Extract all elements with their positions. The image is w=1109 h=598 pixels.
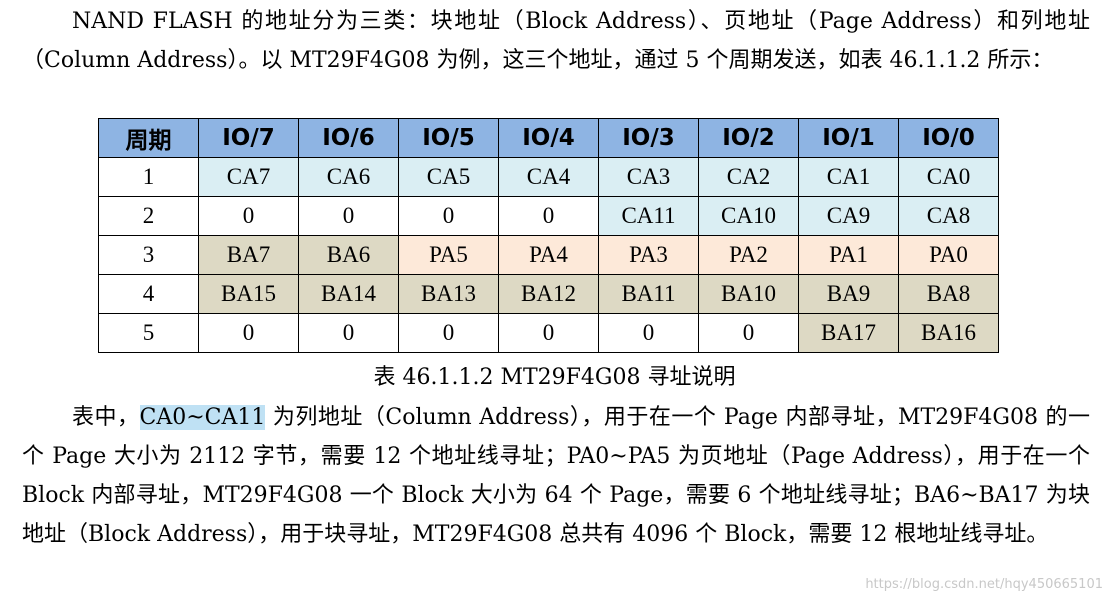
table-cell: BA7 (198, 235, 299, 275)
header-io2: IO/2 (698, 118, 799, 158)
table-cell: 0 (198, 196, 299, 236)
intro-paragraph: NAND FLASH 的地址分为三类：块地址（Block Address）、页地… (22, 9, 1090, 73)
table-cell: 0 (698, 313, 799, 353)
table-cell: PA4 (498, 235, 599, 275)
table-cell: BA9 (798, 274, 899, 314)
table-cell: BA10 (698, 274, 799, 314)
table-row: 4 BA15 BA14 BA13 BA12 BA11 BA10 BA9 BA8 (98, 274, 999, 314)
table-cell: CA5 (398, 157, 499, 197)
table-row: 1 CA7 CA6 CA5 CA4 CA3 CA2 CA1 CA0 (98, 157, 999, 197)
table-cell: CA8 (898, 196, 999, 236)
table-cell: 0 (498, 196, 599, 236)
table-cell: BA14 (298, 274, 399, 314)
cycle-number: 5 (98, 313, 199, 353)
header-io3: IO/3 (598, 118, 699, 158)
cycle-number: 1 (98, 157, 199, 197)
header-io5: IO/5 (398, 118, 499, 158)
highlighted-text[interactable]: CA0~CA11 (139, 405, 266, 430)
table-row: 5 0 0 0 0 0 0 BA17 BA16 (98, 313, 999, 353)
table-cell: BA11 (598, 274, 699, 314)
table-row: 3 BA7 BA6 PA5 PA4 PA3 PA2 PA1 PA0 (98, 235, 999, 275)
table-cell: PA3 (598, 235, 699, 275)
table-cell: BA13 (398, 274, 499, 314)
cycle-number: 4 (98, 274, 199, 314)
table-cell: PA5 (398, 235, 499, 275)
address-cycle-table: 周期 IO/7 IO/6 IO/5 IO/4 IO/3 IO/2 IO/1 IO… (98, 118, 999, 353)
table-cell: BA6 (298, 235, 399, 275)
watermark: https://blog.csdn.net/hqy450665101 (865, 577, 1103, 592)
table-cell: 0 (398, 196, 499, 236)
table-cell: 0 (298, 313, 399, 353)
table-cell: BA17 (798, 313, 899, 353)
table-cell: CA6 (298, 157, 399, 197)
table-cell: PA1 (798, 235, 899, 275)
table-caption: 表 46.1.1.2 MT29F4G08 寻址说明 (373, 365, 736, 390)
table-cell: BA8 (898, 274, 999, 314)
table-cell: BA12 (498, 274, 599, 314)
table-cell: 0 (198, 313, 299, 353)
cycle-number: 2 (98, 196, 199, 236)
table-cell: 0 (398, 313, 499, 353)
table-cell: CA9 (798, 196, 899, 236)
table-cell: BA15 (198, 274, 299, 314)
table-cell: BA16 (898, 313, 999, 353)
table-cell: PA2 (698, 235, 799, 275)
explanation-prefix: 表中， (72, 405, 140, 430)
table-cell: 0 (598, 313, 699, 353)
table-cell: CA7 (198, 157, 299, 197)
table-row: 2 0 0 0 0 CA11 CA10 CA9 CA8 (98, 196, 999, 236)
header-io6: IO/6 (298, 118, 399, 158)
table-cell: CA0 (898, 157, 999, 197)
explanation-paragraph: 表中，CA0~CA11 为列地址（Column Address），用于在一个 P… (22, 398, 1090, 554)
header-cycle: 周期 (98, 118, 199, 158)
table-cell: CA4 (498, 157, 599, 197)
table-cell: 0 (498, 313, 599, 353)
table-cell: 0 (298, 196, 399, 236)
cycle-number: 3 (98, 235, 199, 275)
table-cell: PA0 (898, 235, 999, 275)
table-cell: CA2 (698, 157, 799, 197)
table-cell: CA3 (598, 157, 699, 197)
table-cell: CA11 (598, 196, 699, 236)
table-header-row: 周期 IO/7 IO/6 IO/5 IO/4 IO/3 IO/2 IO/1 IO… (98, 118, 999, 158)
header-io7: IO/7 (198, 118, 299, 158)
explanation-body: 为列地址（Column Address），用于在一个 Page 内部寻址，MT2… (22, 405, 1090, 547)
table-cell: CA10 (698, 196, 799, 236)
header-io1: IO/1 (798, 118, 899, 158)
table-cell: CA1 (798, 157, 899, 197)
header-io4: IO/4 (498, 118, 599, 158)
header-io0: IO/0 (898, 118, 999, 158)
